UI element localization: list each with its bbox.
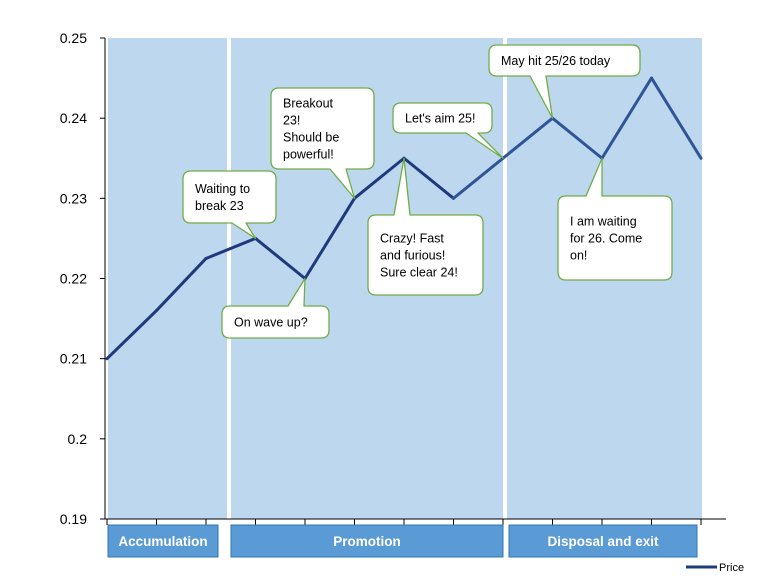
callout-bubble <box>392 102 504 159</box>
y-tick-label: 0.2 <box>68 431 88 447</box>
callout-bubble <box>557 157 673 281</box>
price-segment <box>105 309 158 361</box>
y-tick-label: 0.19 <box>60 511 87 527</box>
callout-text: Should be <box>283 131 339 145</box>
price-segment <box>402 156 455 200</box>
phase-label-box <box>230 524 504 558</box>
price-segment <box>551 116 604 160</box>
price-segment <box>254 236 307 280</box>
price-segment <box>155 256 208 313</box>
price-series <box>105 76 703 361</box>
price-segment <box>303 196 356 280</box>
y-tick-label: 0.21 <box>60 351 87 367</box>
phase-label: Accumulation <box>118 534 207 549</box>
y-tick-label: 0.24 <box>60 110 87 126</box>
callout-bubble <box>367 157 484 296</box>
annotations: Waiting to break 23 On wave up? Breakout 23!… <box>182 44 673 339</box>
callout-text: I am waiting <box>570 215 637 229</box>
y-tick-label: 0.25 <box>60 30 87 46</box>
y-tick-label: 0.22 <box>60 271 87 287</box>
price-segment <box>650 76 703 160</box>
callout-text: May hit 25/26 today <box>501 54 611 68</box>
callout-text: 23! <box>283 114 300 128</box>
callout-text: for 26. Come <box>570 232 642 246</box>
price-segment <box>353 156 406 200</box>
axes: 0.19 0.2 0.21 0.22 0.23 0.24 0.25 <box>60 30 726 527</box>
callout-text: Breakout <box>283 97 334 111</box>
phase-label-box <box>107 524 219 558</box>
price-segment <box>501 116 554 160</box>
price-segment <box>204 236 257 260</box>
legend: Price <box>686 562 744 574</box>
legend-label: Price <box>719 562 744 574</box>
phase-labels: Accumulation Promotion Disposal and exit <box>107 524 698 558</box>
callout-bubble <box>221 277 330 339</box>
price-segment <box>452 156 505 200</box>
callout-text: break 23 <box>195 199 244 213</box>
phase-band-0 <box>108 38 227 519</box>
callout-text: Let's aim 25! <box>405 112 475 126</box>
callout-text: On wave up? <box>234 316 308 330</box>
phase-label: Disposal and exit <box>547 534 659 549</box>
phase-label-box <box>508 524 698 558</box>
callout-bubble <box>270 87 375 199</box>
callout-bubble <box>488 44 641 119</box>
callout-text: powerful! <box>283 148 334 162</box>
callout-text: and furious! <box>380 249 445 263</box>
callout-bubble <box>182 170 277 240</box>
price-segment <box>600 76 653 160</box>
callout-text: Sure clear 24! <box>380 266 458 280</box>
y-tick-label: 0.23 <box>60 190 87 206</box>
callout-text: on! <box>570 249 587 263</box>
callout-text: Waiting to <box>195 182 250 196</box>
callout-text: Crazy! Fast <box>380 232 444 246</box>
phase-label: Promotion <box>333 534 401 549</box>
